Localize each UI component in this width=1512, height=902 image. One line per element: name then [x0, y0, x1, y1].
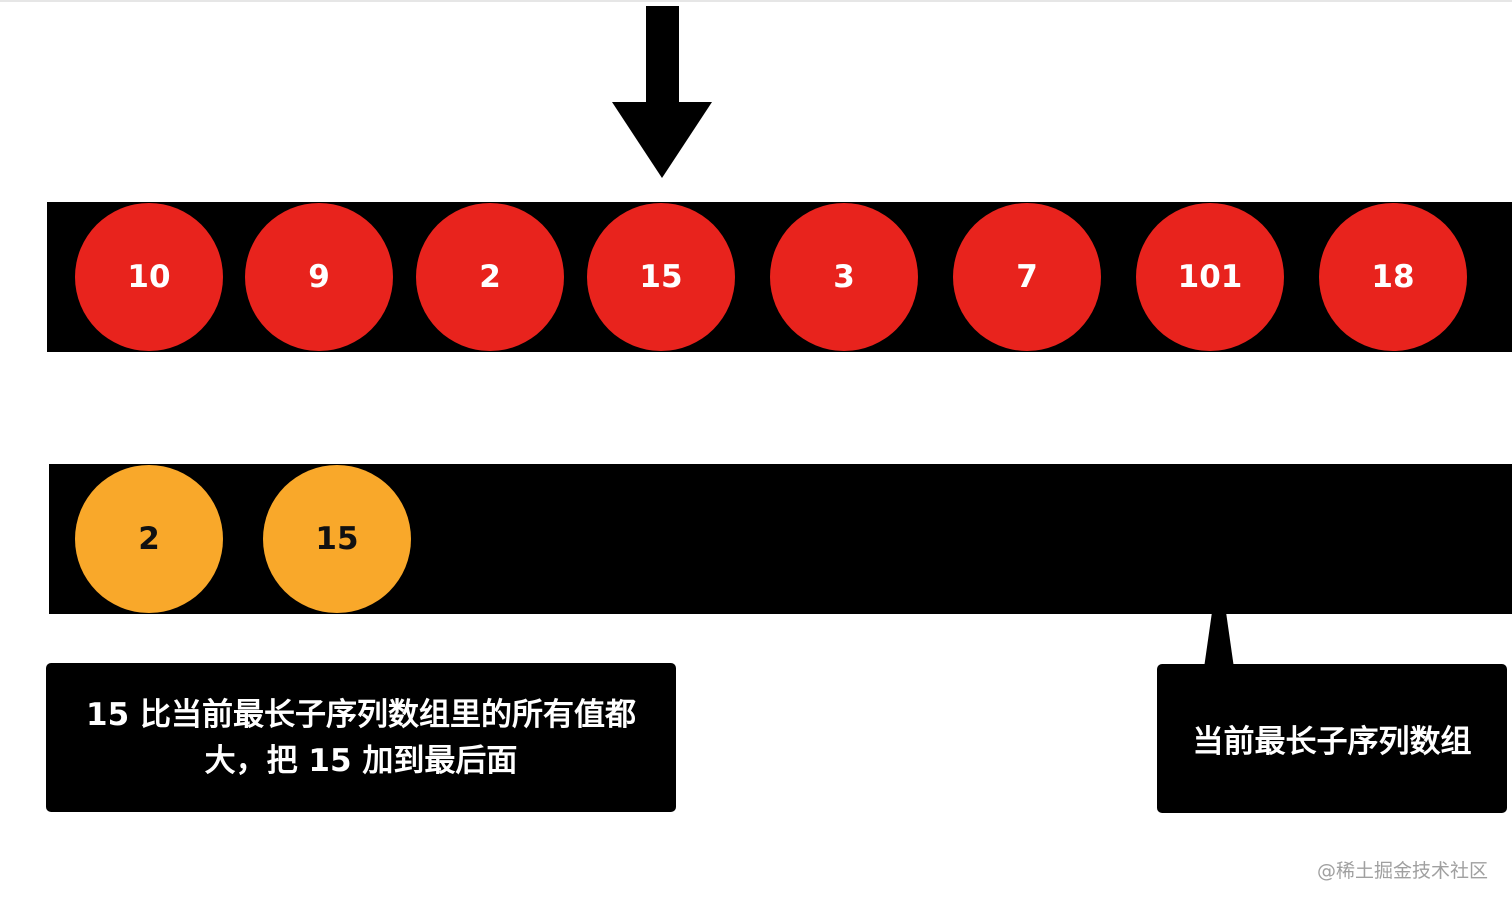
input-item-0: 10: [75, 203, 223, 351]
explanation-text: 15 比当前最长子序列数组里的所有值都 大，把 15 加到最后面: [86, 692, 636, 784]
lis-label-text: 当前最长子序列数组: [1192, 724, 1472, 760]
lis-item-1: 15: [263, 465, 411, 613]
input-item-3-current: 15: [587, 203, 735, 351]
current-pointer-arrow-icon: [612, 6, 712, 178]
input-item-6: 101: [1136, 203, 1284, 351]
lis-label-pointer-icon: [1204, 612, 1234, 668]
watermark: @稀土掘金技术社区: [1316, 860, 1488, 882]
lis-array-bar: 2 15: [49, 464, 1512, 614]
explanation-line-2: 大，把 15 加到最后面: [204, 742, 518, 779]
lis-label-callout: 当前最长子序列数组: [1157, 664, 1507, 813]
input-item-value: 3: [833, 259, 855, 295]
input-item-value: 10: [127, 259, 171, 295]
input-item-value: 7: [1016, 259, 1038, 295]
explanation-line-1: 15 比当前最长子序列数组里的所有值都: [86, 696, 636, 733]
input-item-value: 15: [639, 259, 683, 295]
input-item-value: 18: [1371, 259, 1415, 295]
lis-item-0: 2: [75, 465, 223, 613]
input-item-7: 18: [1319, 203, 1467, 351]
input-item-value: 101: [1177, 259, 1243, 295]
input-item-5: 7: [953, 203, 1101, 351]
input-array-bar: 10 9 2 15 3 7 101 18: [47, 202, 1512, 352]
top-divider: [0, 0, 1512, 2]
input-item-1: 9: [245, 203, 393, 351]
input-item-value: 2: [479, 259, 501, 295]
lis-item-value: 15: [315, 521, 359, 557]
input-item-2: 2: [416, 203, 564, 351]
lis-item-value: 2: [138, 521, 160, 557]
input-item-4: 3: [770, 203, 918, 351]
input-item-value: 9: [308, 259, 330, 295]
explanation-callout: 15 比当前最长子序列数组里的所有值都 大，把 15 加到最后面: [46, 663, 676, 812]
